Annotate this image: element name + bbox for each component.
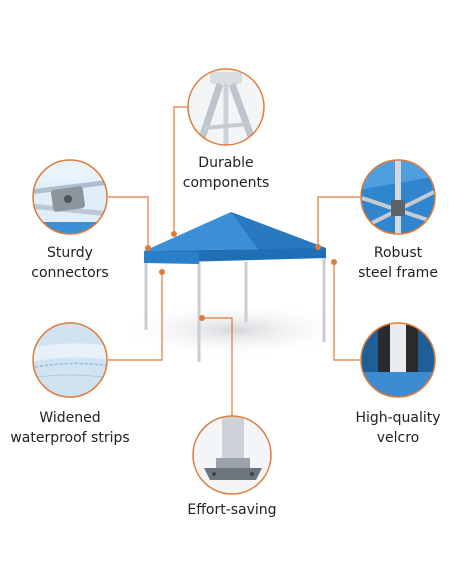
callout-dots: [145, 231, 337, 321]
label-robust-steel-frame: Robust steel frame: [348, 243, 448, 283]
label-effort-saving: Effort-saving: [172, 500, 292, 520]
label-waterproof-strips: Widened waterproof strips: [5, 408, 135, 448]
label-velcro: High-quality velcro: [348, 408, 448, 448]
detail-durable-components: [187, 68, 265, 146]
label-line: steel frame: [358, 265, 438, 281]
label-line: Effort-saving: [187, 502, 277, 518]
label-durable-components: Durable components: [176, 153, 276, 193]
ground-shadow: [115, 302, 355, 358]
label-sturdy-connectors: Sturdy connectors: [20, 243, 120, 283]
label-line: High-quality: [355, 410, 441, 426]
label-line: Sturdy: [47, 245, 93, 261]
label-line: components: [182, 175, 270, 191]
detail-sturdy-connectors: [32, 159, 108, 235]
detail-effort-saving: [192, 415, 272, 495]
tent-canopy: [144, 212, 326, 264]
detail-robust-steel-frame: [360, 159, 436, 235]
label-line: connectors: [31, 265, 109, 281]
label-line: Durable: [198, 155, 254, 171]
label-line: Widened: [39, 410, 101, 426]
label-line: Robust: [373, 245, 423, 261]
tent-legs: [144, 256, 326, 362]
label-line: velcro: [376, 430, 420, 446]
detail-waterproof-strips: [32, 322, 108, 398]
detail-velcro: [360, 322, 436, 398]
callout-leader-lines: [108, 106, 360, 416]
label-line: waterproof strips: [10, 430, 130, 446]
